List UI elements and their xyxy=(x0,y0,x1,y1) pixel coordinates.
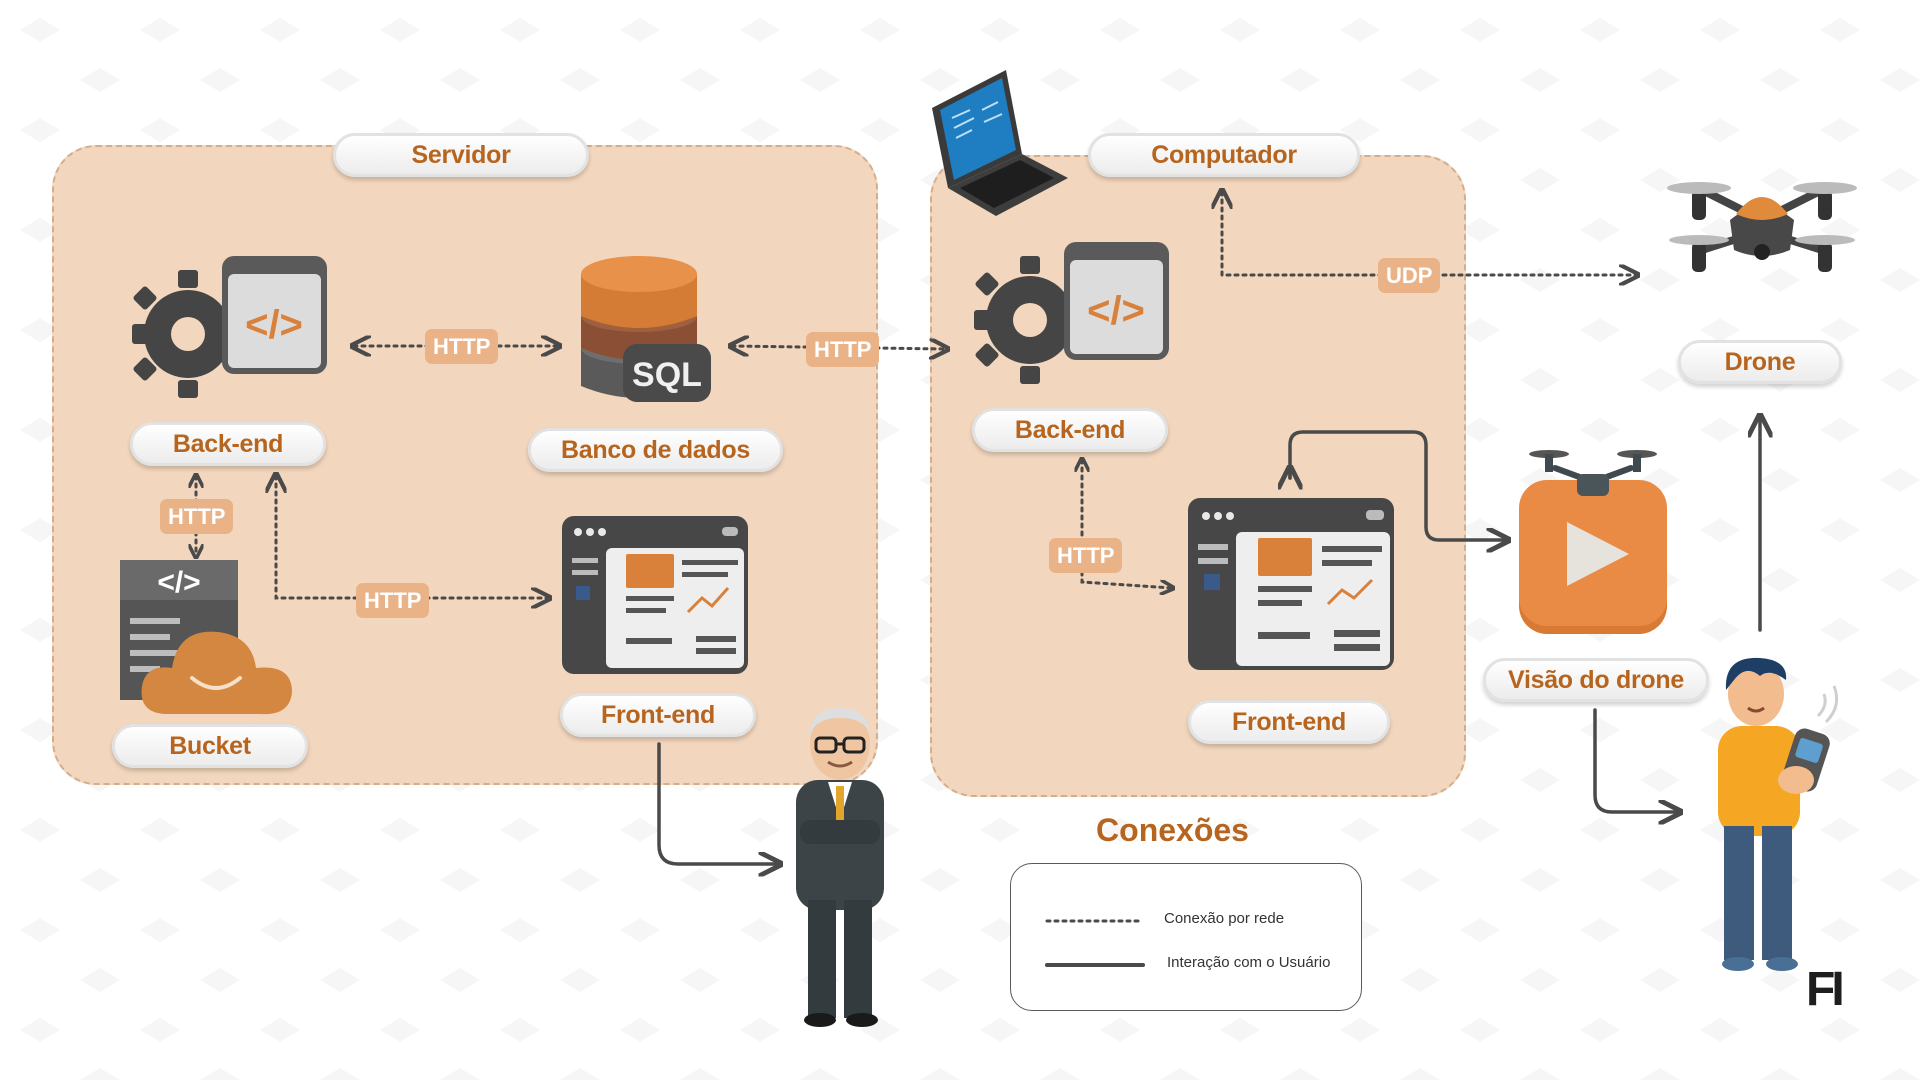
legend-box: Conexão por rede Interação com o Usuário xyxy=(1010,863,1362,1011)
pilot-user-figure xyxy=(1718,657,1839,971)
brand-logo: FI xyxy=(1806,963,1845,1016)
database-icon: SQL xyxy=(581,256,711,402)
edge-frontend-visao xyxy=(1288,430,1506,540)
http-tag-banco-computador: HTTP xyxy=(806,332,880,367)
computador-backend-gear-icon: </> xyxy=(974,242,1169,384)
backend-label: Back-end xyxy=(130,422,326,466)
backend-gear-icon: </> xyxy=(132,256,327,398)
laptop-icon xyxy=(932,70,1068,216)
edge-udp xyxy=(1222,192,1636,275)
udp-tag: UDP xyxy=(1378,258,1441,293)
drone-vision-icon xyxy=(1519,450,1667,634)
edge-backend-frontend xyxy=(276,476,548,598)
svg-text:</>: </> xyxy=(245,303,303,347)
http-tag-backend-bucket: HTTP xyxy=(160,499,234,534)
computador-backend-label: Back-end xyxy=(972,408,1168,452)
computador-frontend-window-icon xyxy=(1188,498,1394,670)
drone-label: Drone xyxy=(1678,340,1842,384)
svg-text:</>: </> xyxy=(157,566,200,599)
svg-text:SQL: SQL xyxy=(632,356,702,394)
database-label: Banco de dados xyxy=(528,428,783,472)
frontend-label: Front-end xyxy=(560,693,756,737)
legend-heading: Conexões xyxy=(1096,812,1249,848)
legend-user-label: Interação com o Usuário xyxy=(1167,954,1331,971)
legend-network-label: Conexão por rede xyxy=(1164,910,1285,927)
http-tag-backend-banco: HTTP xyxy=(425,329,499,364)
legend-solid-line-icon xyxy=(1045,963,1145,967)
edge-frontend-user1 xyxy=(657,742,778,864)
client-user-figure xyxy=(796,708,884,1027)
svg-text:</>: </> xyxy=(1087,289,1145,333)
edge-computador-backend-frontend xyxy=(1082,460,1172,588)
bucket-icon: </> xyxy=(120,560,292,715)
drone-vision-label: Visão do drone xyxy=(1483,658,1709,702)
computador-frontend-label: Front-end xyxy=(1188,700,1390,744)
bucket-label: Bucket xyxy=(112,724,308,768)
legend-dotted-line-icon xyxy=(1045,919,1141,923)
drone-icon xyxy=(1667,182,1857,272)
edge-visao-user2 xyxy=(1593,708,1678,812)
servidor-label: Servidor xyxy=(333,133,589,177)
http-tag-computador: HTTP xyxy=(1049,538,1123,573)
frontend-window-icon xyxy=(562,516,748,674)
computador-label: Computador xyxy=(1088,133,1360,177)
http-tag-backend-frontend: HTTP xyxy=(356,583,430,618)
